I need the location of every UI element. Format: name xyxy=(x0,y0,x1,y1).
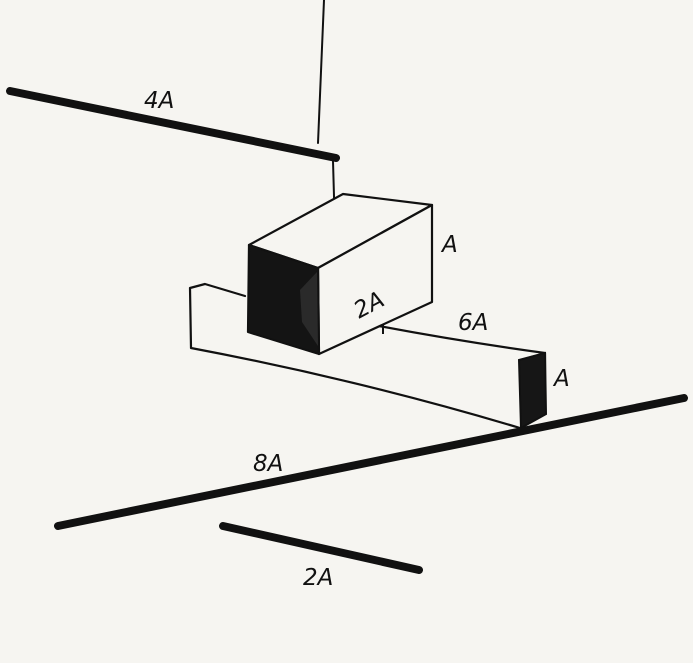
block-face-highlight xyxy=(300,272,318,346)
beam-outline xyxy=(188,282,547,430)
block-front-face xyxy=(246,243,321,356)
top-line-4a xyxy=(6,87,340,162)
label-short-line: 2A xyxy=(303,565,333,591)
label-top-line: 4A xyxy=(144,88,174,114)
label-beam-length: 6A xyxy=(458,310,488,336)
label-block-height: A xyxy=(440,232,458,258)
short-line-2a xyxy=(219,522,423,574)
long-line-8a xyxy=(54,394,688,530)
beam-end-face xyxy=(517,351,548,430)
hanging-string xyxy=(317,0,325,144)
block-2a xyxy=(246,192,434,356)
label-beam-height: A xyxy=(552,366,570,392)
label-long-line: 8A xyxy=(253,451,283,477)
